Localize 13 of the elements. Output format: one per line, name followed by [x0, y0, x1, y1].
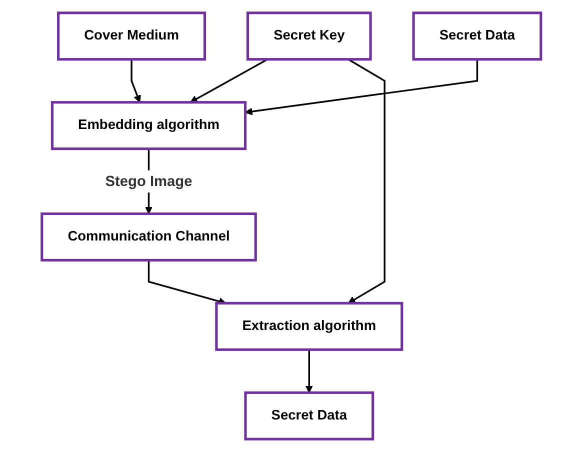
arrow [348, 58, 386, 304]
edge-label: Stego Image [104, 172, 192, 190]
node-box: Secret Data [412, 12, 542, 61]
node-box: Cover Medium [56, 12, 206, 61]
node-box: Secret Key [246, 12, 372, 61]
arrow [130, 59, 140, 103]
node-box: Communication Channel [40, 212, 256, 262]
node-box: Extraction algorithm [214, 302, 403, 351]
node-box: Secret Data [244, 391, 374, 440]
node-box: Embedding algorithm [50, 101, 246, 150]
arrow [304, 350, 313, 393]
arrow [244, 59, 478, 116]
arrow [190, 58, 268, 103]
